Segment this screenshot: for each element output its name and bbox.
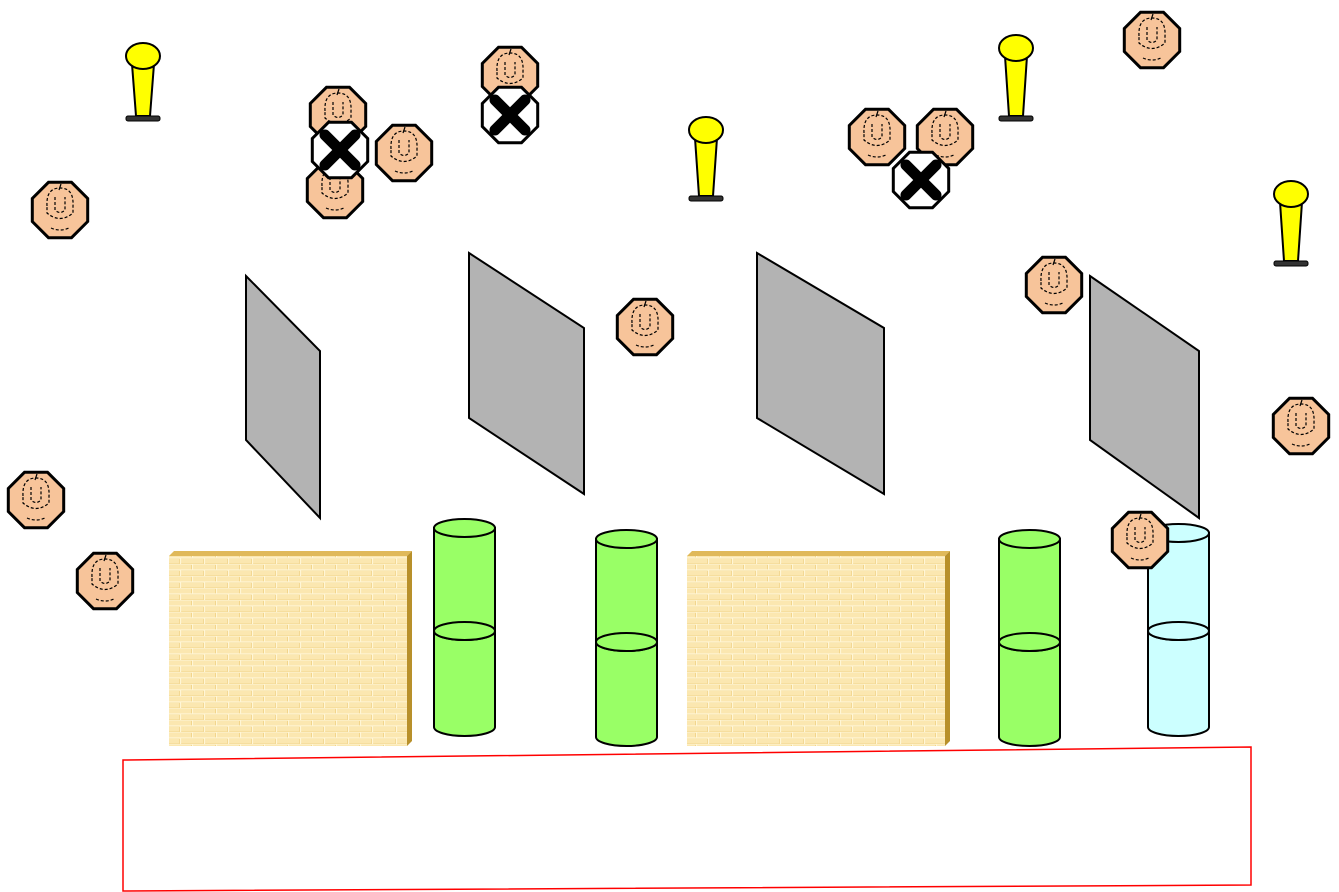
red-outline-box xyxy=(123,747,1251,891)
gray-panel xyxy=(1090,276,1199,518)
crossed-out-token-icon xyxy=(893,152,948,207)
yellow-pin-icon xyxy=(126,43,160,121)
yellow-pin-icon xyxy=(1274,181,1308,266)
crossed-out-token-icon xyxy=(482,87,537,142)
cylinder-stack xyxy=(999,530,1060,746)
cylinder-segment xyxy=(999,642,1060,746)
crossed-out-token-icon xyxy=(312,122,367,177)
face-token-icon xyxy=(1026,257,1081,312)
face-token-icon xyxy=(32,182,87,237)
outline-layer xyxy=(123,747,1251,891)
yellow-pin-icon xyxy=(999,35,1033,121)
walls-layer xyxy=(169,551,950,746)
cylinder-stack xyxy=(434,519,495,736)
face-token-icon xyxy=(617,299,672,354)
yellow-pin-icon xyxy=(689,117,723,201)
cylinder-segment xyxy=(1148,631,1209,736)
face-token-icon xyxy=(849,109,904,164)
face-token-icon xyxy=(1112,512,1167,567)
face-token-icon xyxy=(376,125,431,180)
face-token-icon xyxy=(77,553,132,608)
pins-layer xyxy=(126,35,1308,266)
brick-wall xyxy=(169,551,412,746)
cylinder-segment xyxy=(596,642,657,746)
face-token-icon xyxy=(1124,12,1179,67)
gray-panel xyxy=(469,253,584,494)
face-token-icon xyxy=(1273,398,1328,453)
face-token-icon xyxy=(8,472,63,527)
gray-panel xyxy=(246,276,320,518)
brick-wall xyxy=(687,551,950,746)
gray-panel xyxy=(757,253,884,494)
cylinder-segment xyxy=(434,631,495,736)
cylinder-stack xyxy=(596,530,657,746)
